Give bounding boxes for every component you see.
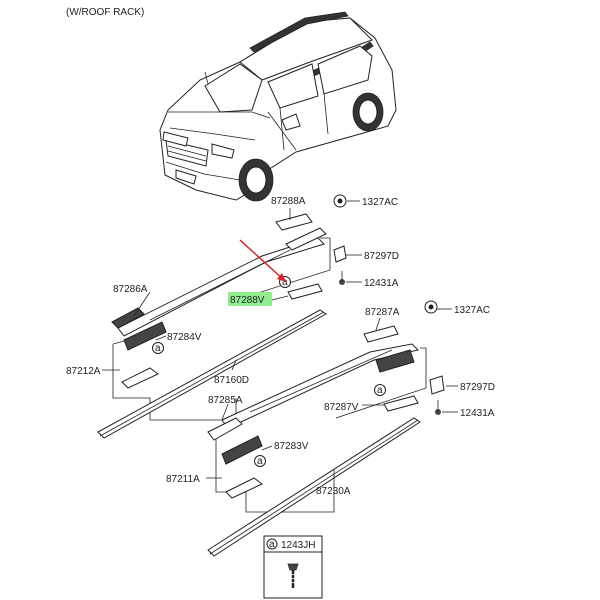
lower-rail-front-holder (375, 349, 415, 373)
legend-marker: a (269, 539, 275, 550)
cover-87288v (287, 283, 323, 300)
screw-12431a-top (339, 271, 345, 285)
label-87212a: 87212A (66, 366, 101, 377)
label-87286a: 87286A (113, 284, 148, 295)
nut-1327ac-mid (424, 300, 438, 314)
vehicle-illustration (159, 11, 397, 202)
cover-87285a (207, 417, 243, 441)
label-12431a-mid: 12431A (460, 408, 495, 419)
label-87285a: 87285A (208, 395, 243, 406)
diagram-title: (W/ROOF RACK) (66, 7, 144, 18)
label-87211a: 87211A (166, 474, 200, 485)
upper-lower-clip (121, 367, 159, 389)
clip-87297d-mid (429, 375, 445, 395)
upper-roof-rail (117, 237, 325, 337)
screw-12431a-mid (435, 400, 441, 415)
highlight-arrow (239, 239, 286, 282)
ref-marker-a-lower: a (254, 455, 266, 467)
svg-text:a: a (377, 385, 383, 396)
label-87288a: 87288A (271, 196, 306, 207)
label-87284v: 87284V (167, 332, 202, 343)
svg-text:a: a (257, 456, 263, 467)
label-87160d: 87160D (214, 375, 249, 386)
cover-87288a (275, 213, 313, 231)
upper-rear-holder (123, 321, 167, 351)
label-87297d-mid: 87297D (460, 382, 495, 393)
fastener-legend: a 1243JH (263, 535, 323, 599)
ref-marker-a-mid: a (374, 384, 386, 396)
legend-part-number: 1243JH (281, 540, 315, 551)
highlight-box-87288v (228, 292, 272, 306)
svg-text:a: a (282, 277, 288, 288)
label-87288v: 87288V (230, 295, 265, 306)
label-87287v: 87287V (324, 402, 359, 413)
nut-1327ac-top (333, 194, 347, 208)
lower-assembly-bracket (215, 347, 427, 513)
label-12431a-top: 12431A (364, 278, 399, 289)
label-87283v: 87283V (274, 441, 309, 452)
lower-clip (225, 477, 263, 499)
callout-labels: 87288A 1327AC 87297D 12431A 87286A 87288… (66, 196, 495, 497)
label-87287a: 87287A (365, 307, 400, 318)
label-87297d-top: 87297D (364, 251, 399, 262)
clip-87297d-top (333, 245, 347, 263)
upper-rail-front-holder (285, 227, 327, 251)
label-1327ac-top: 1327AC (362, 197, 398, 208)
lower-rear-holder (221, 435, 263, 465)
ref-marker-a-upper: a (152, 342, 164, 354)
leader-lines (102, 200, 458, 482)
cover-87287a (363, 325, 399, 343)
svg-text:a: a (155, 343, 161, 354)
screw-1243jh-icon (287, 563, 299, 588)
label-1327ac-mid: 1327AC (454, 305, 490, 316)
cover-87287v (383, 395, 419, 412)
label-87230a: 87230A (316, 486, 351, 497)
